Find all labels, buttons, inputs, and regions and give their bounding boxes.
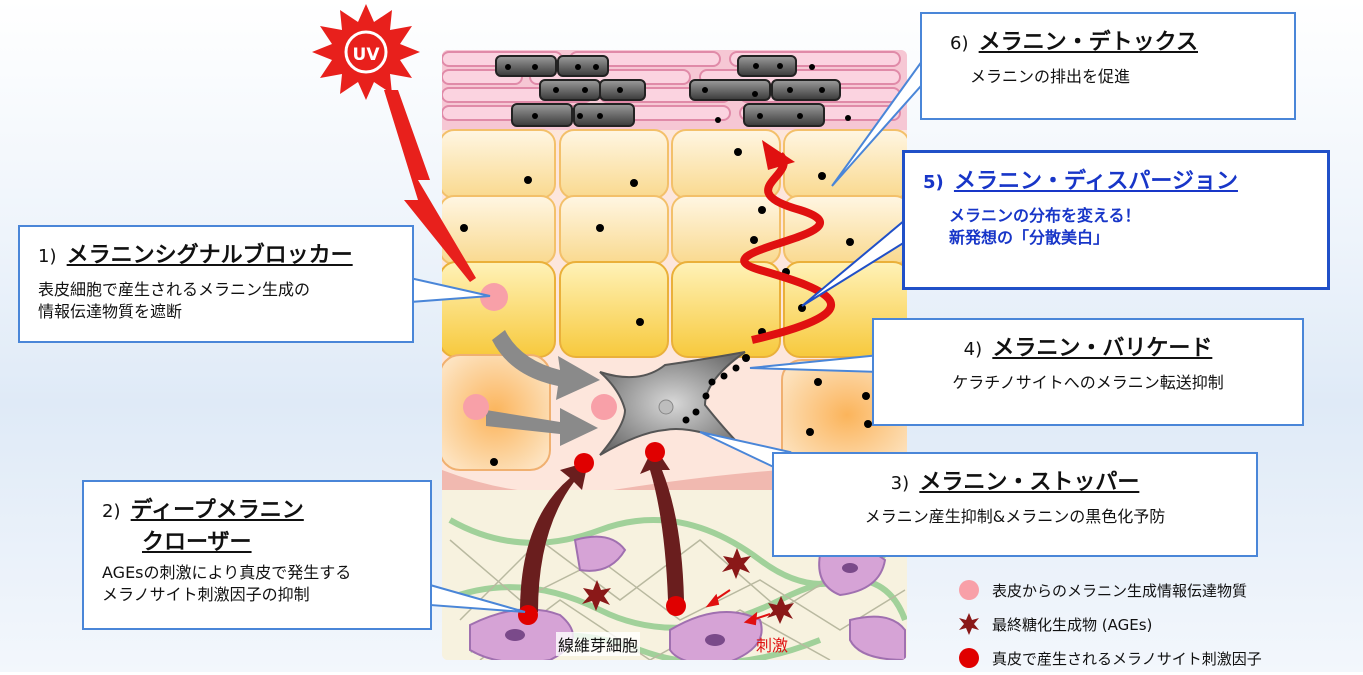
- pink-burst-icon: [959, 580, 979, 600]
- dark-red-star-icon: [959, 613, 979, 635]
- callout-5-desc-line1: メラニンの分布を変える！: [949, 206, 1141, 225]
- callout-6-number: 6): [950, 33, 969, 54]
- legend-item: 真皮で産生されるメラノサイト刺激因子: [958, 641, 1262, 675]
- fibroblast-cell: [573, 535, 627, 572]
- pink-signal-bursts: [463, 283, 617, 420]
- legend-item: 最終糖化生成物 (AGEs): [958, 607, 1262, 641]
- callout-1-desc-line2: 情報伝達物質を遮断: [38, 302, 183, 322]
- red-dot-icon: [959, 648, 979, 668]
- legend: 表皮からのメラニン生成情報伝達物質 最終糖化生成物 (AGEs) 真皮で産生され…: [958, 573, 1262, 675]
- callout-signal-blocker: 1) メラニンシグナルブロッカー 表皮細胞で産生されるメラニン生成の 情報伝達物…: [18, 225, 414, 343]
- skin-cross-section: [442, 50, 907, 660]
- callout-1-title: メラニンシグナルブロッカー: [66, 243, 353, 268]
- uv-ray: [384, 90, 476, 282]
- legend-label: 真皮で産生されるメラノサイト刺激因子: [992, 649, 1262, 668]
- legend-item: 表皮からのメラニン生成情報伝達物質: [958, 573, 1262, 607]
- callout-deep-melanin-closer: 2) ディープメラニン クローザー AGEsの刺激により真皮で発生する メラノサ…: [82, 480, 432, 630]
- ages-particles: [582, 548, 794, 624]
- red-stimulus-factors: [518, 442, 686, 625]
- legend-label: 最終糖化生成物 (AGEs): [992, 615, 1153, 634]
- callout-melanin-detox: 6) メラニン・デトックス メラニンの排出を促進: [920, 12, 1296, 120]
- legend-label: 表皮からのメラニン生成情報伝達物質: [992, 581, 1248, 600]
- callout-2-desc-line1: AGEsの刺激により真皮で発生する: [102, 563, 352, 582]
- callout-6-title: メラニン・デトックス: [978, 30, 1198, 55]
- melanin-dispersion-wave: [740, 152, 835, 344]
- callout-4-title: メラニン・バリケード: [992, 336, 1213, 361]
- stimulus-label: 刺激: [756, 636, 789, 655]
- callout-6-desc: メラニンの排出を促進: [970, 67, 1131, 86]
- callout-4-number: 4): [963, 339, 983, 360]
- callout-3-number: 3): [890, 473, 910, 494]
- fibroblast-label: 線維芽細胞: [556, 632, 641, 656]
- callout-1-number: 1): [38, 246, 57, 267]
- stimulus-arrows: [520, 446, 684, 612]
- uv-label: UV: [353, 45, 381, 65]
- callout-melanin-dispersion: 5) メラニン・ディスパージョン メラニンの分布を変える！ 新発想の「分散美白」: [902, 150, 1330, 290]
- corneocytes-gray: [495, 55, 841, 127]
- callout-2-title-line2: クローザー: [142, 530, 252, 555]
- callout-melanin-stopper: 3) メラニン・ストッパー メラニン産生抑制&メラニンの黒色化予防: [772, 452, 1258, 557]
- callout-1-desc-line1: 表皮細胞で産生されるメラニン生成の: [38, 280, 311, 299]
- callout-5-desc-line2: 新発想の「分散美白」: [949, 228, 1110, 248]
- callout-3-title: メラニン・ストッパー: [919, 470, 1140, 495]
- callout-2-title-line1: ディープメラニン: [130, 498, 304, 523]
- callout-3-desc: メラニン産生抑制&メラニンの黒色化予防: [864, 507, 1166, 526]
- callout-5-number: 5): [923, 172, 944, 193]
- callout-5-title: メラニン・ディスパージョン: [953, 169, 1238, 194]
- callout-2-number: 2): [102, 501, 121, 522]
- uv-sun-icon: [312, 4, 420, 100]
- callout-2-desc-line2: メラノサイト刺激因子の抑制: [102, 585, 310, 605]
- signal-arrows: [486, 330, 600, 446]
- callout-melanin-barricade: 4) メラニン・バリケード ケラチノサイトへのメラニン転送抑制: [872, 318, 1304, 426]
- callout-4-desc: ケラチノサイトへのメラニン転送抑制: [952, 373, 1224, 392]
- melanin-granules: [460, 63, 872, 466]
